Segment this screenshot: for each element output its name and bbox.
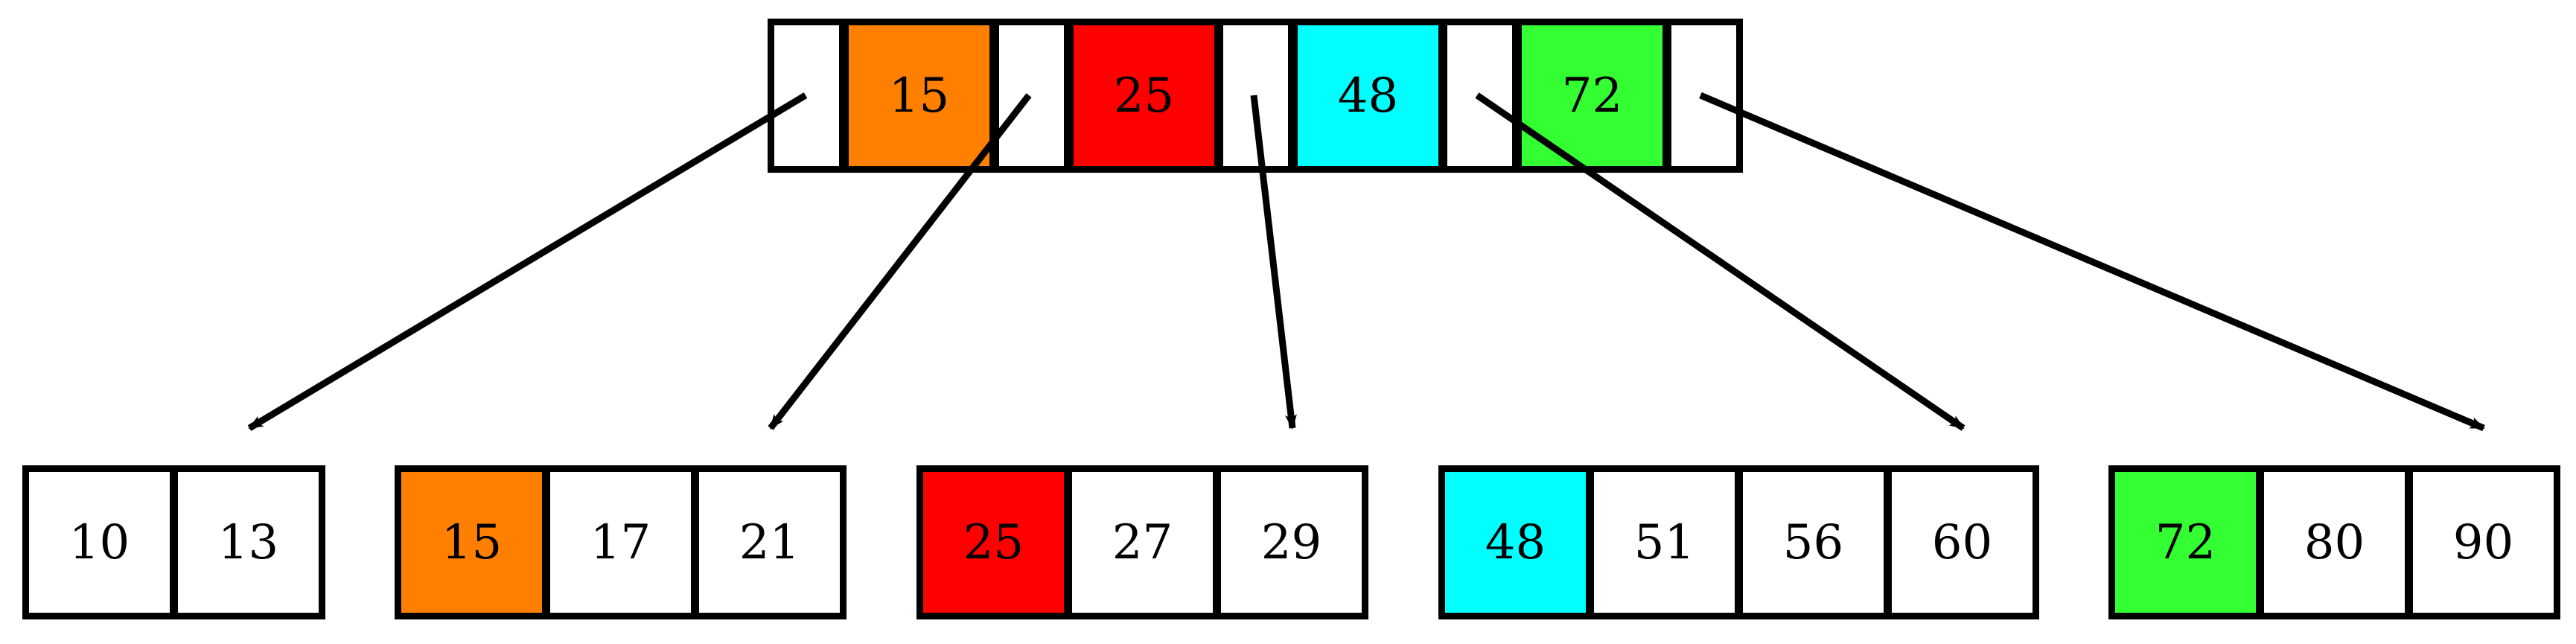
child-pointer-arrow (768, 93, 1032, 430)
leaf-key-cell: 21 (692, 465, 847, 619)
leaf-key-cell: 51 (1587, 465, 1741, 619)
leaf-key-cell: 29 (1214, 465, 1368, 619)
leaf-key-cell: 80 (2257, 465, 2411, 619)
root-pointer-slot (992, 19, 1071, 173)
leaf-key-cell: 13 (171, 465, 325, 619)
leaf-key-cell: 25 (916, 465, 1071, 619)
leaf-key-cell: 10 (22, 465, 176, 619)
leaf-key-cell: 56 (1736, 465, 1890, 619)
root-key-cell: 48 (1291, 19, 1445, 173)
child-pointer-arrow (1475, 92, 1966, 431)
leaf-key-cell: 15 (395, 465, 549, 619)
leaf-key-cell: 27 (1065, 465, 1220, 619)
leaf-key-cell: 48 (1438, 465, 1593, 619)
root-key-cell: 15 (842, 19, 996, 173)
leaf-key-cell: 60 (1885, 465, 2039, 619)
root-pointer-slot (768, 19, 846, 173)
root-key-cell: 25 (1067, 19, 1221, 173)
leaf-key-cell: 17 (543, 465, 698, 619)
child-pointer-arrow (1699, 92, 2485, 432)
child-pointer-arrow (1250, 95, 1297, 430)
leaf-key-cell: 90 (2406, 465, 2560, 619)
child-pointer-arrow (247, 92, 808, 431)
